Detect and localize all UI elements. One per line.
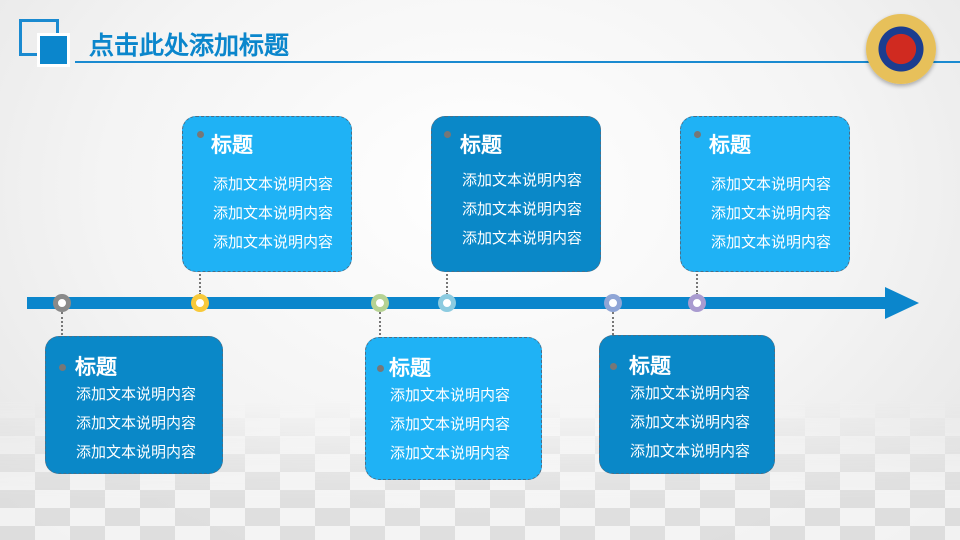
timeline-card[interactable]: 标题添加文本说明内容添加文本说明内容添加文本说明内容 xyxy=(45,336,223,474)
timeline-node[interactable] xyxy=(191,294,209,312)
card-title: 标题 xyxy=(460,133,502,157)
card-text-line: 添加文本说明内容 xyxy=(76,385,197,403)
card-text-line: 添加文本说明内容 xyxy=(462,200,583,218)
timeline-node[interactable] xyxy=(688,294,706,312)
timeline-card[interactable]: 标题添加文本说明内容添加文本说明内容添加文本说明内容 xyxy=(431,116,601,272)
timeline-node[interactable] xyxy=(438,294,456,312)
card-text-line: 添加文本说明内容 xyxy=(630,442,751,460)
card-text-line: 添加文本说明内容 xyxy=(711,204,832,222)
timeline-card[interactable]: 标题添加文本说明内容添加文本说明内容添加文本说明内容 xyxy=(182,116,352,272)
title-underline xyxy=(75,61,960,63)
timeline-node[interactable] xyxy=(604,294,622,312)
police-emblem-icon xyxy=(866,14,936,84)
card-text-line: 添加文本说明内容 xyxy=(630,384,751,402)
card-text-line: 添加文本说明内容 xyxy=(711,233,832,251)
card-title: 标题 xyxy=(75,355,117,379)
timeline-card[interactable]: 标题添加文本说明内容添加文本说明内容添加文本说明内容 xyxy=(599,335,775,474)
timeline-card[interactable]: 标题添加文本说明内容添加文本说明内容添加文本说明内容 xyxy=(680,116,850,272)
card-title: 标题 xyxy=(709,133,751,157)
card-text-line: 添加文本说明内容 xyxy=(711,175,832,193)
card-text-line: 添加文本说明内容 xyxy=(76,443,197,461)
card-text-line: 添加文本说明内容 xyxy=(390,386,511,404)
pin-dot xyxy=(444,131,451,138)
card-text-line: 添加文本说明内容 xyxy=(76,414,197,432)
pin-dot xyxy=(59,364,66,371)
timeline-card[interactable]: 标题添加文本说明内容添加文本说明内容添加文本说明内容 xyxy=(365,337,542,480)
card-text-line: 添加文本说明内容 xyxy=(390,444,511,462)
logo-square-filled xyxy=(37,33,70,67)
pin-dot xyxy=(610,363,617,370)
card-text-line: 添加文本说明内容 xyxy=(462,229,583,247)
timeline-node[interactable] xyxy=(371,294,389,312)
page-title[interactable]: 点击此处添加标题 xyxy=(89,31,290,60)
card-title: 标题 xyxy=(389,356,431,380)
pin-dot xyxy=(197,131,204,138)
card-text-line: 添加文本说明内容 xyxy=(390,415,511,433)
card-text-line: 添加文本说明内容 xyxy=(213,233,334,251)
card-text-line: 添加文本说明内容 xyxy=(462,171,583,189)
card-text-line: 添加文本说明内容 xyxy=(213,204,334,222)
timeline-arrow-icon xyxy=(885,287,919,319)
pin-dot xyxy=(377,365,384,372)
card-title: 标题 xyxy=(629,354,671,378)
card-text-line: 添加文本说明内容 xyxy=(630,413,751,431)
pin-dot xyxy=(694,131,701,138)
card-title: 标题 xyxy=(211,133,253,157)
card-text-line: 添加文本说明内容 xyxy=(213,175,334,193)
timeline-bar xyxy=(27,297,892,309)
timeline-node[interactable] xyxy=(53,294,71,312)
